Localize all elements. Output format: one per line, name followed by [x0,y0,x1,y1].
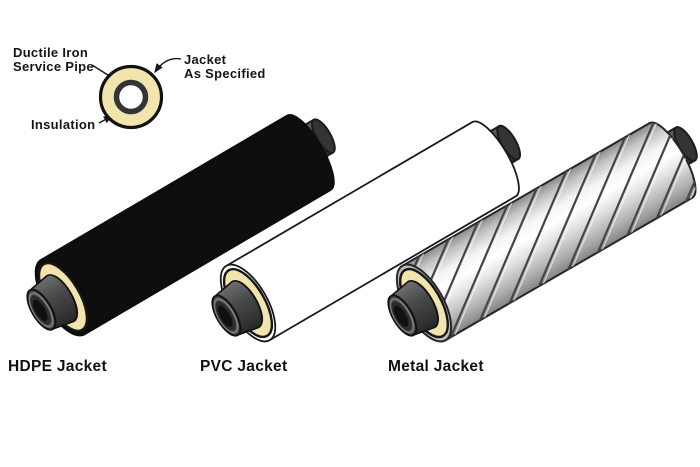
label-service-pipe-line2: Service Pipe [13,59,94,74]
bell-ring-highlight [389,298,415,334]
label-service-pipe-line1: Ductile Iron [13,45,88,60]
label-jacket-line2: As Specified [184,66,266,81]
label-jacket-line1: Jacket [184,52,227,67]
bell-ring-highlight [213,298,239,334]
cross-section-diagram: Ductile Iron Service Pipe Jacket As Spec… [13,45,266,132]
pipe-label-hdpe: HDPE Jacket [8,358,107,375]
cutaway-face [387,263,453,343]
pipe-metal [386,116,700,350]
pipe-label-pvc: PVC Jacket [200,358,287,375]
pipe-label-metal: Metal Jacket [388,358,484,375]
socket-hole [217,305,233,328]
socket-hole [32,299,48,322]
bell-ring-highlight [28,292,54,328]
pipe-pvc [211,120,521,343]
pipe-hdpe [26,114,336,337]
label-insulation: Insulation [31,117,95,132]
cutaway-face [26,257,92,337]
cross-section-service-pipe-ring [113,79,149,115]
cutaway-face [211,263,277,343]
socket-hole [393,305,409,327]
leader-jacket [154,57,182,74]
